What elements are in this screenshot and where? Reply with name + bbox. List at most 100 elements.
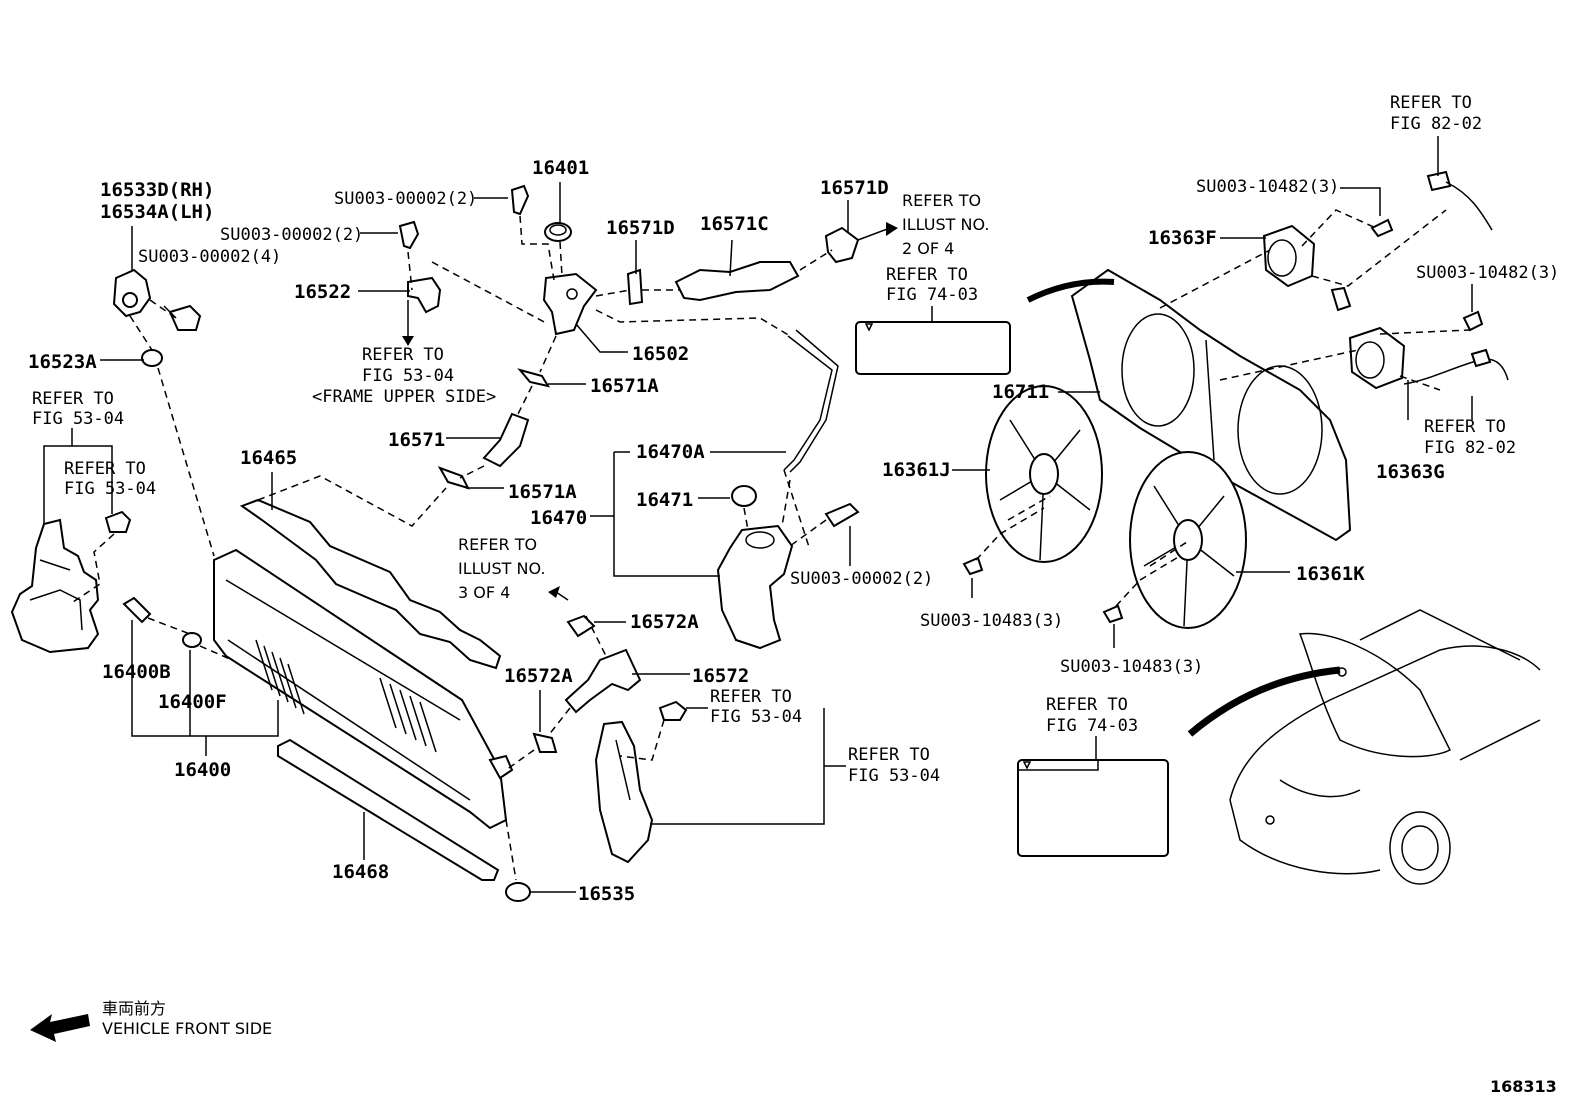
bolt-su-b	[510, 184, 530, 216]
part-16363f-motor	[1262, 224, 1316, 288]
harness-upper	[1330, 170, 1493, 312]
part-16361j-fan	[985, 385, 1103, 563]
part-16361k-fan	[1129, 451, 1247, 629]
shroud-wire	[1026, 278, 1115, 303]
overflow-tube	[783, 329, 839, 473]
ref-line: FIG 53-04	[362, 366, 454, 386]
ref-fig8202-b: REFER TO FIG 82-02	[1424, 417, 1516, 458]
ref-line: FIG 53-04	[710, 707, 802, 727]
clip-right	[658, 700, 688, 721]
label-16571d-1: 16571D	[606, 217, 675, 239]
part-16533d-bracket	[112, 268, 152, 318]
ref-line: FIG 74-03	[886, 285, 978, 305]
screw-su-g	[962, 556, 984, 576]
part-16535-cushion	[505, 882, 531, 902]
label-su-d: SU003-00002(2)	[790, 569, 933, 589]
ref-line: REFER TO	[1046, 695, 1128, 715]
ref-fig5304-b: REFER TO FIG 53-04	[64, 459, 156, 499]
label-16361j: 16361J	[882, 459, 951, 481]
label-16571d-2: 16571D	[820, 177, 889, 199]
part-16572a-clamp-2	[532, 732, 558, 753]
ref-illust-2: REFER TO ILLUST NO. 2 OF 4	[902, 191, 989, 258]
bolt-su-f	[1462, 310, 1484, 332]
part-16711-shroud	[1070, 268, 1352, 542]
ref-fig5304-c: REFER TO FIG 53-04	[710, 687, 802, 727]
label-16470: 16470	[530, 507, 587, 529]
bolt-su-a	[163, 304, 202, 331]
part-16400b-drain	[122, 596, 152, 624]
ref-fig7403-a: REFER TO FIG 74-03	[886, 265, 978, 305]
label-16522: 16522	[294, 281, 351, 303]
part-16471-cap	[731, 485, 757, 507]
ref-line: FIG 53-04	[848, 766, 940, 786]
label-16571a-2: 16571A	[508, 481, 577, 503]
label-16572: 16572	[692, 665, 749, 687]
front-label-jp: 車両前方	[102, 999, 166, 1018]
label-su-c: SU003-00002(2)	[220, 225, 363, 245]
vehicle-silhouette	[1187, 609, 1541, 885]
ref-fig8202-a: REFER TO FIG 82-02	[1390, 93, 1482, 134]
ref-line: REFER TO	[902, 191, 981, 210]
caution-label-2	[1017, 759, 1169, 857]
label-16572a-1: 16572A	[630, 611, 699, 633]
radiator-core-hatch	[255, 639, 437, 753]
bolt-su-c	[398, 220, 420, 250]
bolt-su-e	[1370, 218, 1394, 238]
ref-line: FIG 74-03	[1046, 716, 1138, 736]
part-16363g-motor	[1348, 326, 1406, 390]
ref-line: FIG 82-02	[1390, 114, 1482, 134]
part-labels: 16533D(RH) 16534A(LH) SU003-00002(4) 165…	[28, 93, 1559, 905]
ref-line: REFER TO	[886, 265, 968, 285]
vehicle-front-indicator: 車両前方 VEHICLE FRONT SIDE	[30, 999, 272, 1042]
ref-line: FIG 53-04	[32, 409, 124, 429]
label-16571: 16571	[388, 429, 445, 451]
part-16502-inlet	[542, 272, 598, 336]
ref-fig5304-a: REFER TO FIG 53-04	[32, 389, 124, 429]
part-16571-hose	[482, 412, 530, 468]
ref-line: 2 OF 4	[902, 239, 954, 258]
label-16363g: 16363G	[1376, 461, 1445, 483]
ref-line: REFER TO	[32, 389, 114, 409]
ref-line: <FRAME UPPER SIDE>	[312, 387, 496, 407]
front-arrow-icon	[30, 1014, 90, 1042]
label-su-e: SU003-10482(3)	[1196, 177, 1339, 197]
front-label-en: VEHICLE FRONT SIDE	[102, 1019, 272, 1038]
part-16572-hose	[564, 648, 642, 714]
harness-lower	[1403, 348, 1509, 385]
ref-line: REFER TO	[64, 459, 146, 479]
part-16572a-clamp-1	[566, 614, 596, 638]
label-su-f: SU003-10482(3)	[1416, 263, 1559, 283]
bolt-su-d	[824, 502, 860, 528]
ref-fig7403-b: REFER TO FIG 74-03	[1046, 695, 1138, 736]
label-16535: 16535	[578, 883, 635, 905]
part-16468-seal	[277, 738, 500, 881]
part-16401-cap	[544, 222, 572, 242]
label-16400f: 16400F	[158, 691, 227, 713]
part-16571c-hose	[674, 261, 800, 302]
label-16533d: 16533D(RH)	[100, 179, 214, 201]
ref-frame-upper: REFER TO FIG 53-04 <FRAME UPPER SIDE>	[312, 345, 496, 407]
ref-line: REFER TO	[458, 535, 537, 554]
label-su-a: SU003-00002(4)	[138, 247, 281, 267]
label-16571c: 16571C	[700, 213, 769, 235]
dashed-connectors	[69, 209, 1471, 881]
ref-fig5304-d: REFER TO FIG 53-04	[848, 745, 940, 786]
label-16534a: 16534A(LH)	[100, 201, 214, 223]
radiator-assembly	[213, 498, 514, 830]
label-16523a: 16523A	[28, 351, 97, 373]
label-16572a-2: 16572A	[504, 665, 573, 687]
screw-su-h	[1102, 604, 1124, 624]
ref-illust-3: REFER TO ILLUST NO. 3 OF 4	[458, 535, 545, 602]
right-air-guide	[594, 720, 654, 864]
label-su-h: SU003-10483(3)	[1060, 657, 1203, 677]
part-16571a-clamp-1	[517, 368, 551, 388]
label-16465: 16465	[240, 447, 297, 469]
ref-line: REFER TO	[1390, 93, 1472, 113]
label-16502: 16502	[632, 343, 689, 365]
left-air-guide	[10, 518, 100, 654]
leader-lines	[43, 136, 1473, 893]
caution-label-1	[855, 321, 1011, 375]
part-16522-bracket	[407, 276, 442, 314]
label-su-b: SU003-00002(2)	[334, 189, 477, 209]
